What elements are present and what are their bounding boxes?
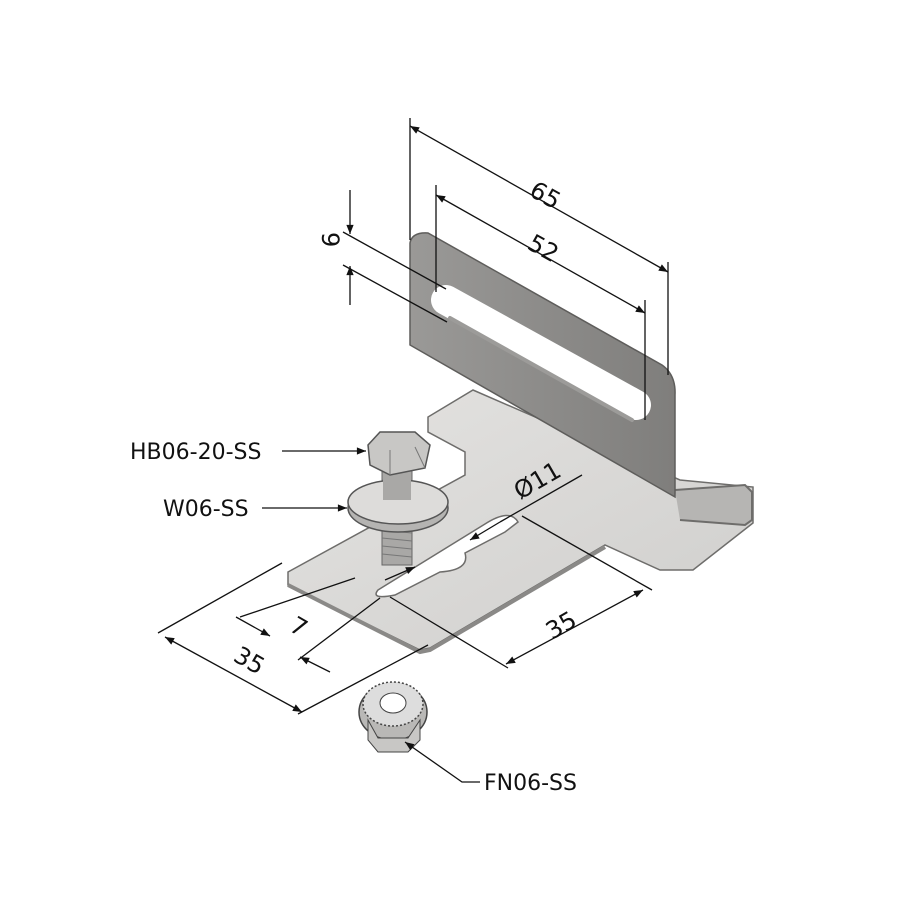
callout-washer: W06-SS: [163, 497, 249, 522]
dim-7: 7: [285, 611, 312, 643]
washer: [347, 478, 449, 533]
dim-35-right: 35: [541, 606, 581, 646]
flange-nut: [358, 681, 428, 753]
slot-edge: [448, 316, 634, 422]
dim-52: 52: [523, 229, 563, 268]
nut-leader: [404, 741, 480, 783]
callout-nut: FN06-SS: [484, 771, 577, 796]
dimension-lines: [157, 118, 669, 715]
dim-65: 65: [525, 176, 565, 215]
flange-slot: [431, 285, 651, 420]
keyhole-slot: [375, 514, 519, 598]
callout-bolt: HB06-20-SS: [130, 440, 261, 465]
dim-9: 9: [316, 232, 344, 247]
dim-35-left: 35: [229, 641, 269, 681]
channel-profile: [674, 483, 753, 527]
